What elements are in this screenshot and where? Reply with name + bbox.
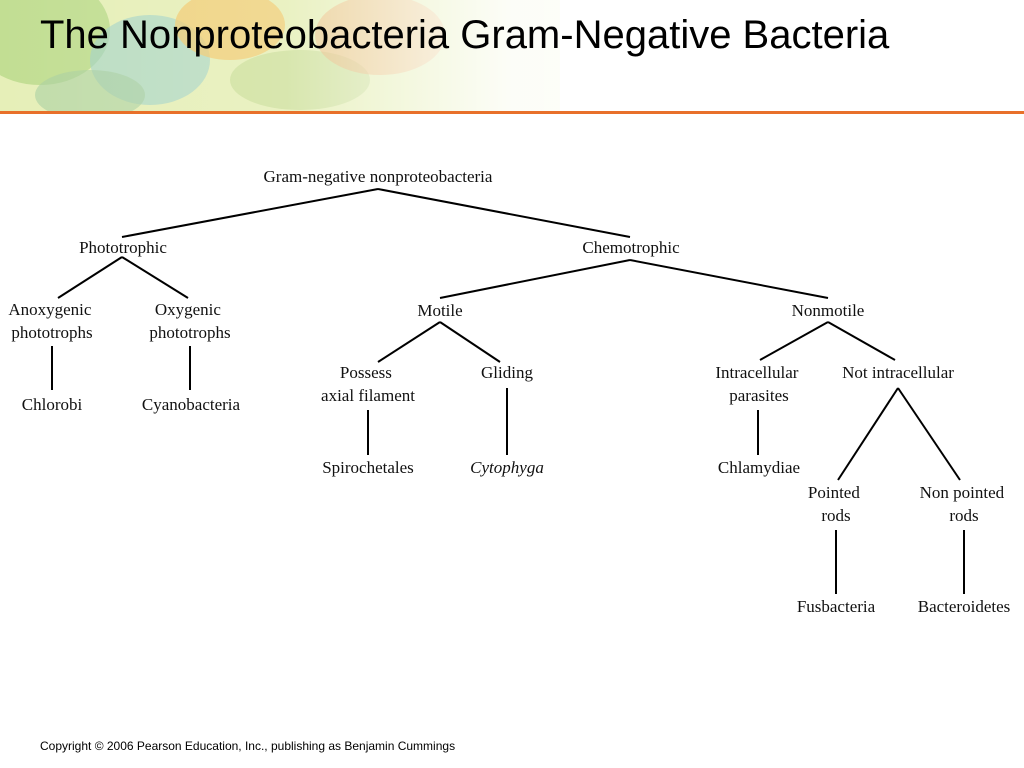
edge-chemotrophic-motile bbox=[439, 259, 631, 299]
node-oxygenic: Oxygenic phototrophs bbox=[149, 300, 230, 342]
node-chemotrophic: Chemotrophic bbox=[582, 238, 680, 257]
node-anoxygenic: Anoxygenic phototrophs bbox=[8, 300, 95, 342]
edge-root-chemotrophic bbox=[377, 188, 631, 238]
edge-nonmotile-intracellular bbox=[759, 321, 829, 361]
node-pointed-rods: Pointed rods bbox=[808, 483, 864, 525]
node-gliding: Gliding bbox=[481, 363, 533, 382]
banner-artwork bbox=[0, 0, 1024, 112]
node-cyanobacteria: Cyanobacteria bbox=[142, 395, 241, 414]
edge-root-phototrophic bbox=[121, 188, 379, 238]
node-fusbacteria: Fusbacteria bbox=[797, 597, 876, 616]
node-intracellular-parasites: Intracellular parasites bbox=[715, 363, 802, 405]
node-chlamydiae: Chlamydiae bbox=[718, 458, 800, 477]
edge-notintracellular-pointed bbox=[837, 387, 899, 481]
node-spirochetales: Spirochetales bbox=[322, 458, 414, 477]
node-chlorobi: Chlorobi bbox=[22, 395, 83, 414]
edge-phototrophic-anoxygenic bbox=[57, 256, 123, 299]
node-nonpointed-rods: Non pointed rods bbox=[920, 483, 1009, 525]
edge-notintracellular-nonpointed bbox=[897, 387, 961, 481]
node-axial-filament: Possess axial filament bbox=[321, 363, 415, 405]
node-bacteroidetes: Bacteroidetes bbox=[918, 597, 1011, 616]
edge-motile-gliding bbox=[439, 321, 501, 363]
node-cytophyga: Cytophyga bbox=[470, 458, 544, 477]
edge-chemotrophic-nonmotile bbox=[629, 259, 829, 299]
node-not-intracellular: Not intracellular bbox=[842, 363, 954, 382]
edge-nonmotile-notintracellular bbox=[827, 321, 896, 361]
copyright-footer: Copyright © 2006 Pearson Education, Inc.… bbox=[40, 739, 456, 753]
title-banner: The Nonproteobacteria Gram-Negative Bact… bbox=[0, 0, 1024, 112]
node-motile: Motile bbox=[417, 301, 462, 320]
node-phototrophic: Phototrophic bbox=[79, 238, 167, 257]
edge-motile-axial bbox=[377, 321, 441, 363]
title-rule bbox=[0, 111, 1024, 114]
edge-phototrophic-oxygenic bbox=[121, 256, 189, 299]
node-nonmotile: Nonmotile bbox=[792, 301, 865, 320]
node-root: Gram-negative nonproteobacteria bbox=[264, 167, 493, 186]
page-title: The Nonproteobacteria Gram-Negative Bact… bbox=[40, 13, 890, 57]
